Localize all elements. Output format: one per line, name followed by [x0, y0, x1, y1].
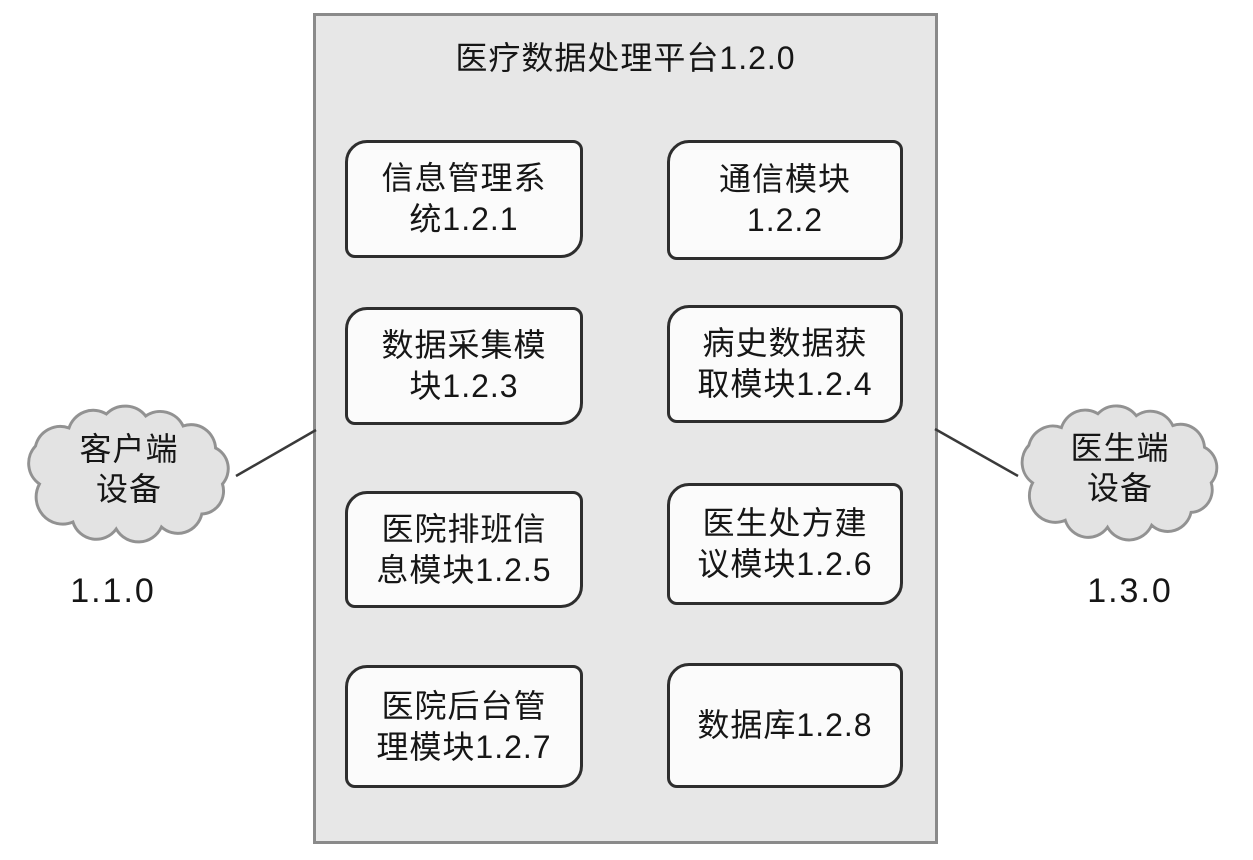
connector-left-line — [235, 428, 317, 478]
module-hospital-backend-management: 医院后台管 理模块1.2.7 — [345, 665, 583, 788]
doctor-device-version: 1.3.0 — [1087, 572, 1173, 610]
module-medical-history-acquisition: 病史数据获 取模块1.2.4 — [667, 305, 903, 423]
module-data-collection: 数据采集模 块1.2.3 — [345, 307, 583, 425]
module-doctor-prescription-suggestion: 医生处方建 议模块1.2.6 — [667, 483, 903, 605]
module-info-management-system: 信息管理系 统1.2.1 — [345, 140, 583, 258]
module-label: 医院后台管 理模块1.2.7 — [376, 687, 552, 765]
module-label: 数据采集模 块1.2.3 — [381, 327, 547, 404]
module-label: 信息管理系 统1.2.1 — [381, 160, 547, 237]
module-communication: 通信模块 1.2.2 — [667, 140, 903, 260]
doctor-device-label: 医生端 设备 — [1070, 430, 1170, 506]
module-hospital-scheduling-info: 医院排班信 息模块1.2.5 — [345, 491, 583, 608]
connector-right-line — [934, 427, 1019, 478]
cloud-shape — [27, 404, 230, 544]
module-label: 通信模块 1.2.2 — [718, 161, 851, 238]
module-label: 数据库1.2.8 — [697, 707, 873, 743]
platform-title: 医疗数据处理平台1.2.0 — [455, 40, 796, 76]
module-label: 医生处方建 议模块1.2.6 — [697, 505, 873, 582]
module-label: 病史数据获 取模块1.2.4 — [697, 325, 873, 402]
doctor-device-cloud — [1020, 404, 1219, 542]
client-device-label: 客户端 设备 — [79, 431, 179, 507]
cloud-shape — [1020, 404, 1219, 542]
client-device-cloud — [27, 404, 230, 544]
module-label: 医院排班信 息模块1.2.5 — [376, 510, 552, 588]
client-device-version: 1.1.0 — [70, 572, 156, 610]
module-database: 数据库1.2.8 — [667, 663, 903, 788]
